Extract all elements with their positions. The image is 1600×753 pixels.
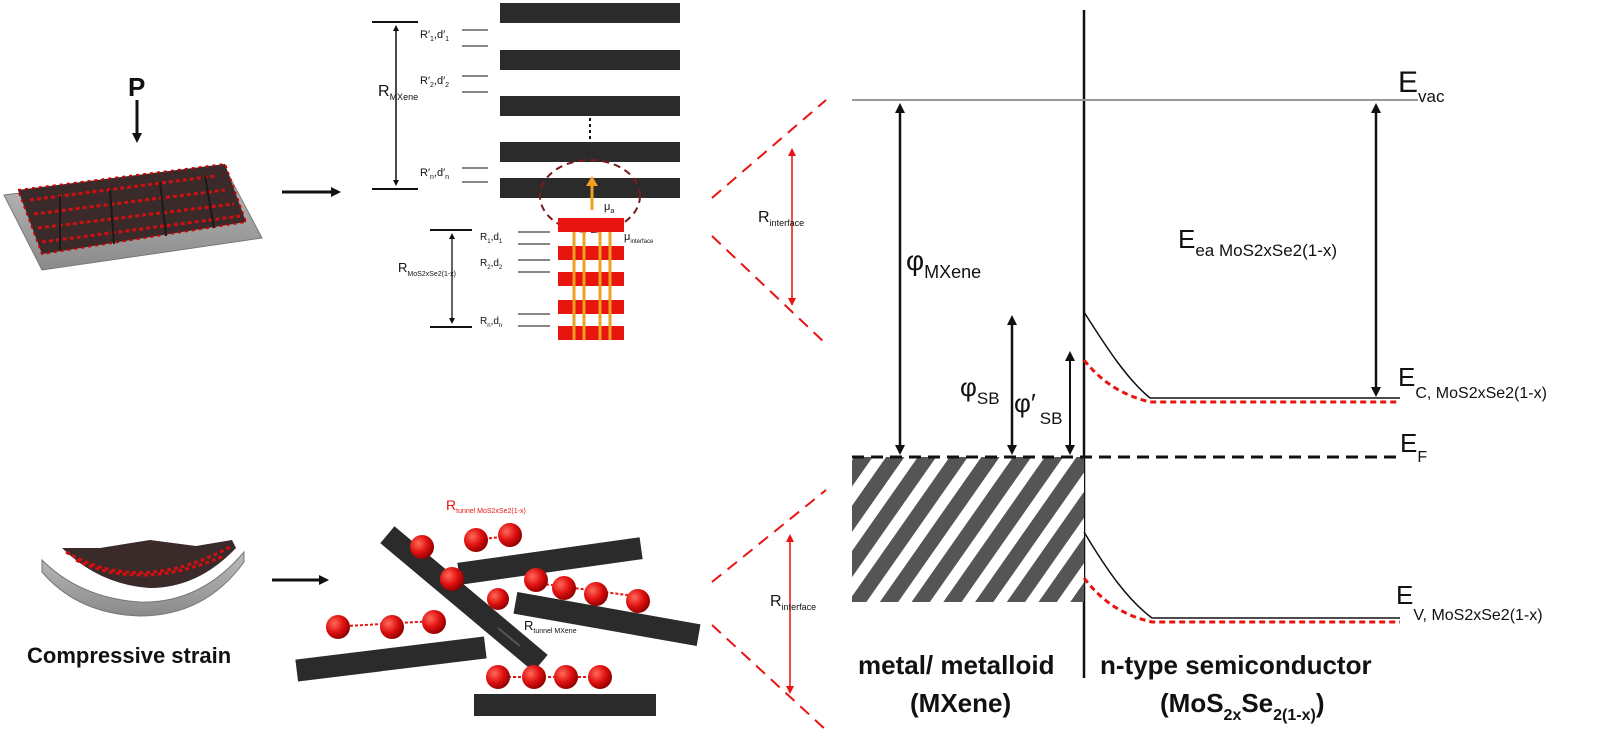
mxene-flake [457,537,643,585]
film-under-pressure: P [3,72,341,271]
e-c-label: EC, MoS2xSe2(1-x) [1398,362,1547,402]
mxene-layer [500,3,680,23]
mos2-layer [558,300,624,314]
e-vac-label: Evac [1398,66,1445,106]
semi-caption-line1: n-type semiconductor [1100,650,1372,680]
flake-stack-flat [16,162,248,256]
mxene-layer [500,142,680,162]
conduction-band-strained [1082,359,1400,404]
pressure-label: P [128,72,145,102]
mxene-spacing-markers [462,29,488,183]
semi-caption-line2: (MoS2xSe2(1-x)) [1160,688,1325,724]
band-diagram: Evac EF EC, MoS2xSe2(1-x) EV, MoS2xSe2(1… [852,10,1547,724]
mos2-layer [558,246,624,260]
mos2-layer [558,218,624,232]
mu-a-label: μa [604,201,614,215]
metal-caption-line2: (MXene) [910,688,1011,718]
mu-interface-label: μinterface [624,231,654,245]
disordered-network: Rtunnel MoS2xSe2(1-x) Rtunnel MXene [295,497,701,716]
e-v-label: EV, MoS2xSe2(1-x) [1396,580,1543,624]
phi-mxene-label: φMXene [906,245,981,282]
zoom-lines-top [711,99,827,345]
mxene-flake [474,694,656,716]
phi-sb-prime-label: φ′SB [1014,388,1062,428]
valence-band-strained [1082,577,1400,624]
mxene-layer-label-1: R′1,d′1 [420,29,449,43]
mos2-particles [326,523,650,689]
conduction-band [1083,311,1400,399]
mxene-layer [500,178,680,198]
r-tunnel-mos2-label: Rtunnel MoS2xSe2(1-x) [446,497,526,515]
substrate-sheet-bent [41,550,245,617]
metal-block [852,457,1084,602]
mos2-layer [558,326,624,340]
mos2-layer-label-1: R1,d1 [480,232,503,245]
r-mxene-label: RMXene [378,83,418,102]
zoom-lines-bottom [711,489,827,731]
film-under-compression: Compressive strain [27,540,329,668]
metal-caption-line1: metal/ metalloid [858,650,1055,680]
mxene-layer-label-2: R′2,d′2 [420,75,449,89]
compressive-strain-label: Compressive strain [27,643,231,668]
mxene-flake [295,636,487,682]
mos2-layer-label-2: R2,d2 [480,258,503,271]
e-ea-label: Eea MoS2xSe2(1-x) [1178,224,1337,260]
e-f-label: EF [1400,428,1427,466]
r-mos2-label: RMoS2xSe2(1-x) [398,260,456,278]
tunnel-mxene-link [497,627,521,647]
mos2-layer [558,272,624,286]
mxene-flake [513,592,701,646]
phi-sb-label: φSB [960,372,1000,408]
current-flux-arrows [572,178,612,340]
r-interface-label-bottom: Rinterface [770,593,816,612]
mxene-layer-label-n: R′n,d′n [420,167,449,181]
mxene-layer [500,96,680,116]
valence-band [1083,531,1400,619]
mos2-layer-label-n: Rn,dn [480,316,502,329]
r-interface-label-top: Rinterface [758,209,804,228]
layered-stack: RMXene R′1,d′1 R′2,d′2 R′n,d′n μa μinter… [372,3,680,340]
r-tunnel-mxene-label: Rtunnel MXene [524,618,577,635]
mos2-spacing-markers [518,231,550,327]
interface-highlight [539,159,641,233]
mxene-layer [500,50,680,70]
